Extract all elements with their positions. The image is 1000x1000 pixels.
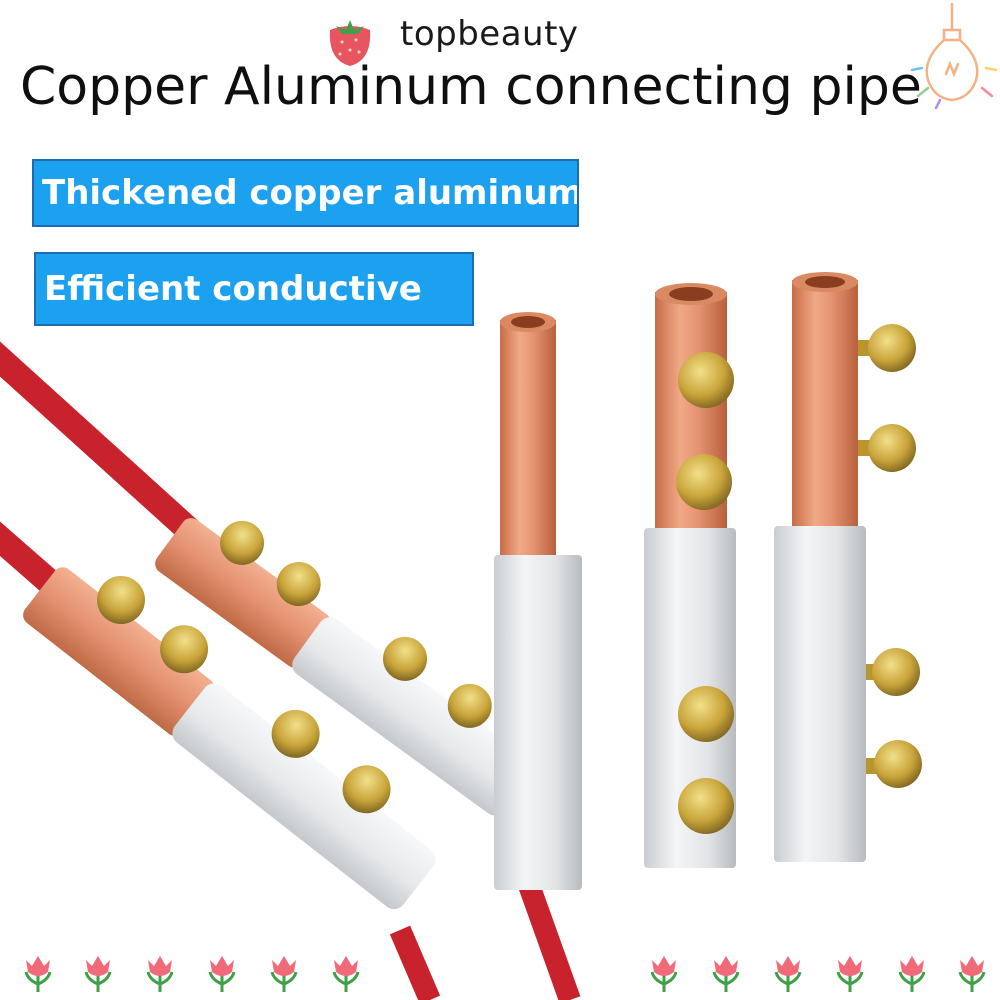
tulip-icon [836, 956, 864, 992]
tulip-icon [898, 956, 926, 992]
tulip-icon [270, 956, 298, 992]
red-cable [0, 341, 581, 1000]
strawberry-icon [329, 20, 371, 66]
feature-badge: Efficient conductive [34, 252, 474, 326]
tulip-icon [84, 956, 112, 992]
pipe-side-screws [774, 272, 922, 862]
pipe-front-screws [644, 283, 736, 868]
pipe-plain [494, 312, 582, 890]
connector-diagonal-front [23, 567, 436, 910]
connector-diagonal-back [155, 518, 534, 816]
tulip-icon [774, 956, 802, 992]
tulip-icon [208, 956, 236, 992]
brand-name: topbeauty [400, 14, 579, 54]
feature-badge: Thickened copper aluminum [32, 159, 579, 227]
light-bulb-icon [910, 2, 998, 110]
tulip-icon [146, 956, 174, 992]
tulip-icon [712, 956, 740, 992]
tulip-row [24, 956, 986, 992]
tulip-icon [332, 956, 360, 992]
page-title: Copper Aluminum connecting pipe [20, 57, 922, 117]
tulip-icon [958, 956, 986, 992]
tulip-icon [650, 956, 678, 992]
tulip-icon [24, 956, 52, 992]
